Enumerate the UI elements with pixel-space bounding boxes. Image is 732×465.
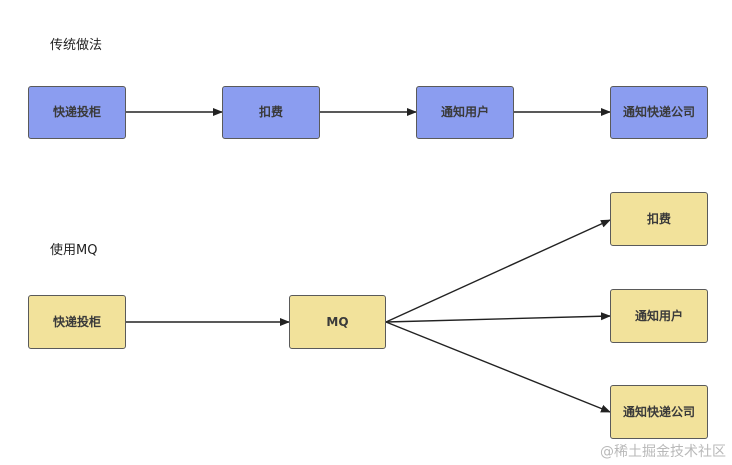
mq-node-hub: MQ — [289, 295, 386, 349]
traditional-node-notify-courier: 通知快递公司 — [610, 86, 708, 139]
mq-node-charge: 扣费 — [610, 192, 708, 246]
mq-section-label: 使用MQ — [50, 243, 98, 258]
mq-node-locker: 快递投柜 — [28, 295, 126, 349]
watermark: @稀土掘金技术社区 — [600, 444, 726, 460]
mq-node-notify-user: 通知用户 — [610, 289, 708, 343]
traditional-node-charge: 扣费 — [222, 86, 320, 139]
traditional-node-locker: 快递投柜 — [28, 86, 126, 139]
arrow-mq-hub-to-target-3 — [385, 321, 611, 413]
arrow-mq-hub-to-target-1 — [385, 219, 611, 323]
traditional-section-label: 传统做法 — [50, 38, 103, 53]
arrow-mq-hub-to-target-2 — [385, 312, 611, 323]
mq-node-notify-courier: 通知快递公司 — [610, 385, 708, 439]
traditional-node-notify-user: 通知用户 — [416, 86, 514, 139]
